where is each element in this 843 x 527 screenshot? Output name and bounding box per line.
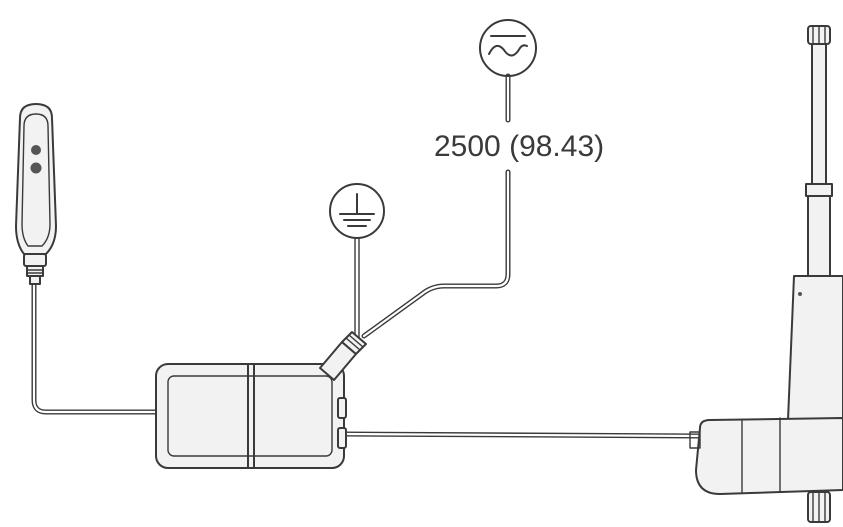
actuator-cable bbox=[339, 431, 703, 439]
hand-control-button-down bbox=[30, 162, 42, 174]
ac-sine-icon bbox=[479, 19, 537, 77]
power-plug-icon bbox=[319, 331, 367, 381]
ground-earth-icon bbox=[329, 183, 385, 239]
hand-control-icon bbox=[15, 103, 57, 285]
hand-control-button-up bbox=[31, 145, 41, 155]
hand-control-cable bbox=[31, 277, 161, 415]
cable-length-label: 2500 (98.43) bbox=[434, 130, 604, 163]
control-box-icon bbox=[155, 363, 347, 469]
power-cable bbox=[361, 73, 511, 339]
ground-wire bbox=[354, 237, 360, 341]
linear-actuator-icon bbox=[689, 25, 843, 523]
